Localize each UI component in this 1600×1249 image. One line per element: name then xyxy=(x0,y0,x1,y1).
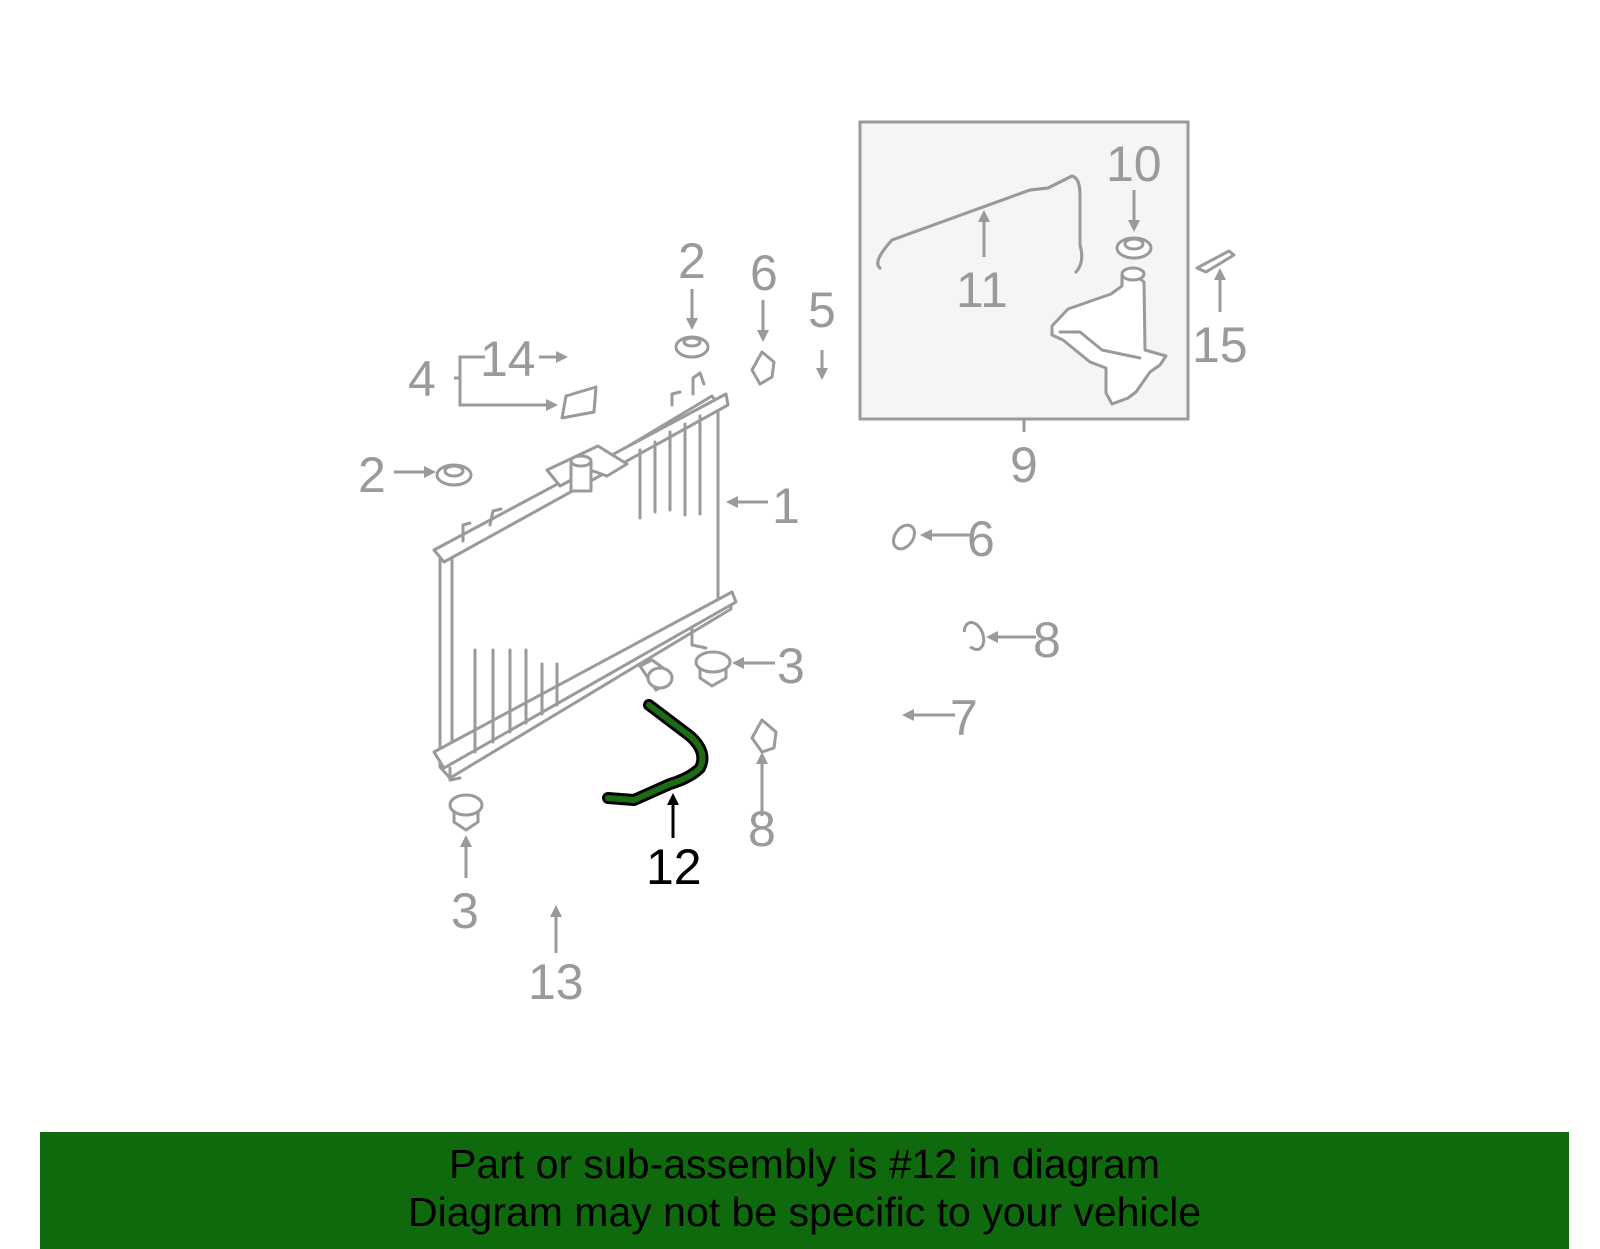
callout-7: 7 xyxy=(950,690,978,746)
part-3-mount-bottom xyxy=(448,793,484,832)
banner-line-part-number: Part or sub-assembly is #12 in diagram xyxy=(449,1141,1160,1187)
callout-9: 9 xyxy=(1010,437,1038,493)
callout-labels: 1 2 2 3 3 4 5 6 6 7 8 8 9 10 11 12 13 14… xyxy=(358,136,1248,1010)
part-6-clamp-top xyxy=(750,350,776,386)
callout-11: 11 xyxy=(956,262,1008,318)
callout-3-bottom: 3 xyxy=(451,883,479,939)
callout-10: 10 xyxy=(1106,136,1162,192)
reservoir-tank xyxy=(1050,273,1168,406)
callout-3-right: 3 xyxy=(777,638,805,694)
part-13-hose xyxy=(495,843,630,935)
banner-line-disclaimer: Diagram may not be specific to your vehi… xyxy=(407,1189,1201,1235)
part-7-lower-hose xyxy=(832,632,974,771)
callout-8-lower: 8 xyxy=(748,801,776,857)
part-5-upper-hose xyxy=(797,376,898,528)
callout-12: 12 xyxy=(646,839,702,895)
part-6-clamp-lower xyxy=(892,523,916,551)
part-info-banner: Part or sub-assembly is #12 in diagram D… xyxy=(40,1132,1569,1249)
callout-14: 14 xyxy=(480,331,536,387)
callout-13: 13 xyxy=(528,954,584,1010)
callout-2-left: 2 xyxy=(358,447,386,503)
callout-15: 15 xyxy=(1192,317,1248,373)
callout-5: 5 xyxy=(808,282,836,338)
part-2-grommet-top xyxy=(674,335,710,359)
part-15-clip xyxy=(1195,249,1236,274)
callout-6-lower: 6 xyxy=(967,511,995,567)
callout-1: 1 xyxy=(772,478,800,534)
part-2-grommet-left xyxy=(435,463,473,487)
callout-6-top: 6 xyxy=(750,245,778,301)
part-3-mount-right xyxy=(694,650,732,688)
callout-2-top: 2 xyxy=(678,233,706,289)
part-1-radiator xyxy=(432,371,738,782)
callout-8-right: 8 xyxy=(1033,612,1061,668)
part-4-bracket xyxy=(560,385,598,420)
part-12-hose-highlighted xyxy=(602,699,709,806)
callout-arrows xyxy=(394,190,1226,953)
callout-4: 4 xyxy=(408,351,436,407)
part-8-clamp-lower xyxy=(750,718,778,754)
part-10-cap xyxy=(1115,236,1153,260)
